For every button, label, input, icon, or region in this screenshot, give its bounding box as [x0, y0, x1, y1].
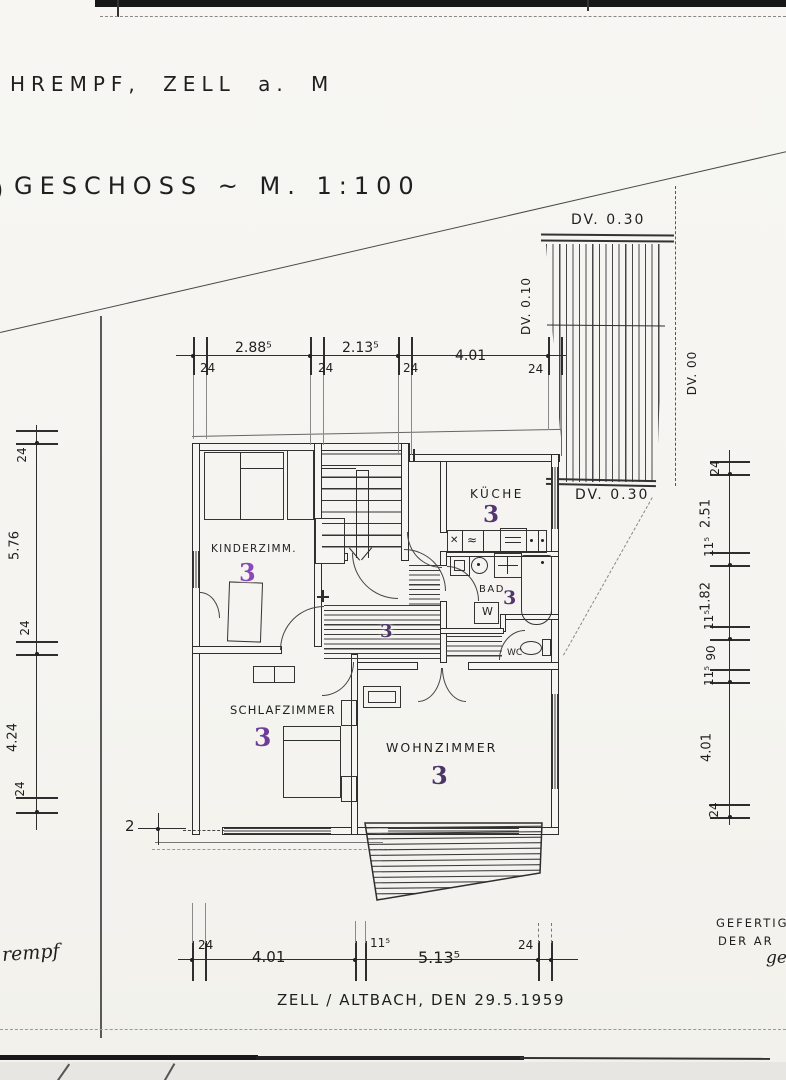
window-wohnzimmer-south — [388, 828, 519, 834]
stamp-line-1: GEFERTIG — [716, 916, 786, 930]
terrace-hatching — [546, 244, 665, 482]
dim-left-wall-1: 24 — [15, 447, 29, 463]
date-line: ZELL / ALTBACH, DEN 29.5.1959 — [277, 991, 566, 1009]
wardrobe-2 — [287, 450, 314, 520]
door-arc-wohnzimmer-right — [442, 668, 466, 702]
kitchen-counter — [447, 530, 547, 553]
window-wohnzimmer-east — [552, 694, 558, 789]
level-label-left: DV. 0.10 — [519, 276, 533, 336]
door-arc-wohnzimmer-left — [418, 668, 442, 702]
number-flur: 3 — [380, 621, 393, 642]
label-kinderzimmer: KINDERZIMM. — [211, 543, 297, 555]
dim-top-wall-2: 24 — [318, 361, 334, 375]
label-schlafzimmer: SCHLAFZIMMER — [230, 703, 336, 717]
number-bad: 3 — [503, 587, 517, 609]
door-arc-kinderzimmer — [280, 606, 324, 650]
signature: rempf — [1, 940, 61, 966]
door-arc-schlafzimmer — [322, 662, 354, 696]
toilet-icon — [520, 641, 542, 655]
double-bed — [283, 726, 341, 798]
dim-left-wall-3: 24 — [13, 781, 27, 797]
stove-icon — [450, 556, 470, 576]
basin-round-icon — [471, 557, 488, 574]
balcony-hatch — [364, 822, 543, 901]
number-kinderzimmer: 3 — [239, 558, 256, 587]
label-wohnzimmer: WOHNZIMMER — [386, 740, 498, 755]
title-fragment: ) — [0, 176, 3, 204]
burner-icon — [541, 539, 544, 542]
dim-bottom-wall-2: 11⁵ — [370, 936, 391, 950]
dim-right-wall-1: 24 — [708, 460, 722, 476]
dim-right-wall-2: 11⁵ — [702, 536, 716, 558]
dim-right-span-4: 4.01 — [699, 733, 715, 762]
kitchen-sink — [500, 528, 527, 553]
dim-bottom-span-1: 4.01 — [252, 948, 286, 966]
dim-top-span-3: 4.01 — [455, 348, 487, 364]
window-schlafzimmer — [224, 828, 331, 834]
door-arc-kinderzimmer-west — [200, 592, 220, 618]
boundary-line — [675, 186, 676, 486]
dim-right-wall-3: 11⁵ — [702, 609, 716, 631]
dim-right-wall-5: 24 — [707, 802, 721, 818]
terrace-top-edge — [540, 233, 675, 243]
stray-dim-label: 2 — [125, 817, 135, 835]
dim-top-wall-4: 24 — [528, 362, 544, 376]
number-kueche: 3 — [483, 501, 500, 528]
wardrobe — [204, 452, 284, 520]
number-wohnzimmer: 3 — [431, 761, 448, 790]
level-label-right: DV. 00 — [685, 350, 699, 396]
dim-bottom-wall-3: 24 — [518, 938, 534, 952]
dim-top-wall-1: 24 — [200, 361, 216, 375]
washing-machine-label: W — [482, 605, 493, 618]
counter-symbol-b: ≈ — [467, 533, 478, 547]
title-owner: HREMPF, ZELL a. M — [10, 72, 335, 96]
window-kueche-east — [552, 467, 558, 529]
stamp-line-3: ge — [766, 948, 786, 968]
nightstand — [341, 700, 357, 726]
label-bad: BAD — [479, 584, 505, 595]
dim-left-span-2: 4.24 — [5, 723, 21, 752]
level-label-top: DV. 0.30 — [571, 212, 646, 228]
number-schlafzimmer: 3 — [254, 723, 272, 752]
door-arc-stairs-2 — [352, 553, 398, 599]
dim-bottom-wall-1: 24 — [198, 938, 214, 952]
label-wc: WC — [507, 648, 523, 658]
window-kinderzimmer-west — [193, 551, 199, 588]
label-kueche: KÜCHE — [470, 487, 524, 501]
terrace-bottom-edge — [545, 477, 657, 488]
dim-top-span-1: 2.88⁵ — [235, 340, 272, 356]
dim-bottom-span-2: 5.13⁵ — [418, 948, 461, 967]
dim-right-wall-4: 11⁵ — [702, 665, 716, 687]
dim-left-wall-2: 24 — [18, 620, 32, 636]
radiator — [363, 686, 401, 708]
level-label-bottom: DV. 0.30 — [575, 487, 650, 503]
dim-left-span-1: 5.76 — [7, 531, 23, 560]
stamp-line-2: DER AR — [718, 934, 774, 948]
kinder-bed — [226, 581, 264, 643]
washing-machine — [474, 602, 499, 624]
nightstand — [341, 776, 357, 802]
counter-symbol-a: ✕ — [450, 535, 459, 546]
bathtub-icon — [521, 555, 552, 625]
dim-top-wall-3: 24 — [403, 361, 419, 375]
burner-icon — [530, 539, 533, 542]
title-floor-scale: GESCHOSS ~ M. 1:100 — [14, 172, 421, 200]
dim-top-span-2: 2.13⁵ — [342, 340, 379, 356]
property-line — [563, 497, 653, 656]
